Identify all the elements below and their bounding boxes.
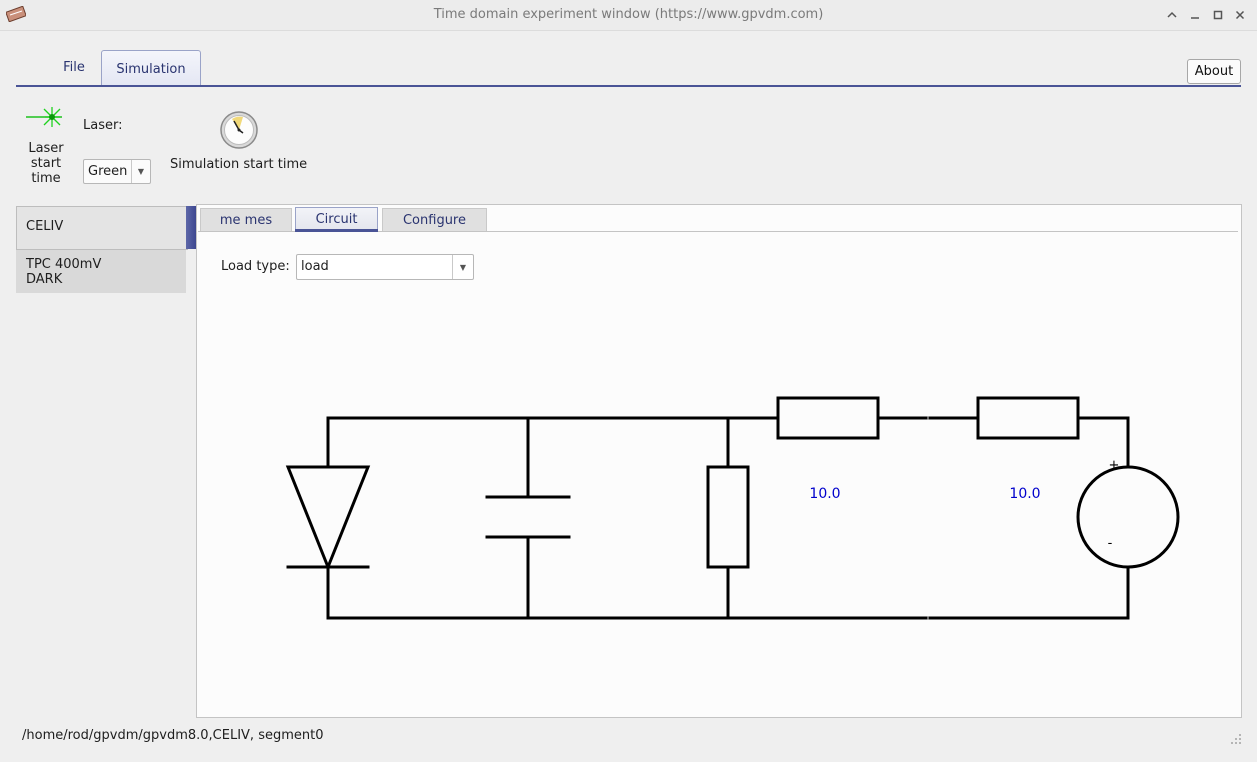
clock-icon[interactable] — [219, 110, 259, 150]
maximize-icon[interactable] — [1209, 6, 1227, 24]
tab-file[interactable]: File — [63, 60, 85, 75]
title-bar — [0, 0, 1257, 31]
experiment-item-line2: DARK — [26, 272, 63, 287]
tab-me-mes[interactable]: me mes — [200, 208, 292, 232]
chevron-down-icon: ▼ — [131, 160, 150, 183]
laser-start-time-label[interactable]: Laser start time — [28, 141, 64, 186]
tab-simulation[interactable]: Simulation — [101, 50, 201, 87]
resize-grip-icon[interactable] — [1228, 733, 1242, 745]
app-logo-icon — [6, 6, 26, 22]
window-title: Time domain experiment window (https://w… — [433, 7, 824, 22]
about-button[interactable]: About — [1187, 59, 1241, 84]
laser-select[interactable]: Green ▼ — [83, 159, 151, 184]
ribbon-divider — [16, 85, 1241, 87]
experiment-item-line1: TPC 400mV — [26, 257, 102, 272]
experiment-item-label: CELIV — [26, 219, 64, 234]
chevron-up-icon[interactable] — [1163, 6, 1181, 24]
status-path: /home/rod/gpvdm/gpvdm8.0,CELIV, segment0 — [22, 728, 324, 743]
chevron-down-icon: ▼ — [452, 255, 473, 279]
tab-configure[interactable]: Configure — [382, 208, 487, 232]
load-type-select[interactable]: load ▼ — [296, 254, 474, 280]
load-type-value: load — [301, 259, 329, 274]
simulation-start-time-label[interactable]: Simulation start time — [170, 157, 308, 172]
laser-caption: Laser: — [83, 118, 123, 133]
experiment-item-celiv[interactable]: CELIV — [16, 206, 188, 250]
tab-circuit[interactable]: Circuit — [295, 207, 378, 231]
circuit-panel — [198, 231, 1238, 715]
close-icon[interactable] — [1231, 6, 1249, 24]
laser-beam-icon[interactable] — [26, 104, 64, 130]
load-type-label: Load type: — [221, 259, 290, 274]
active-tab-underline — [295, 229, 378, 232]
laser-select-value: Green — [88, 164, 128, 179]
selection-accent — [186, 206, 196, 249]
minimize-icon[interactable] — [1186, 6, 1204, 24]
